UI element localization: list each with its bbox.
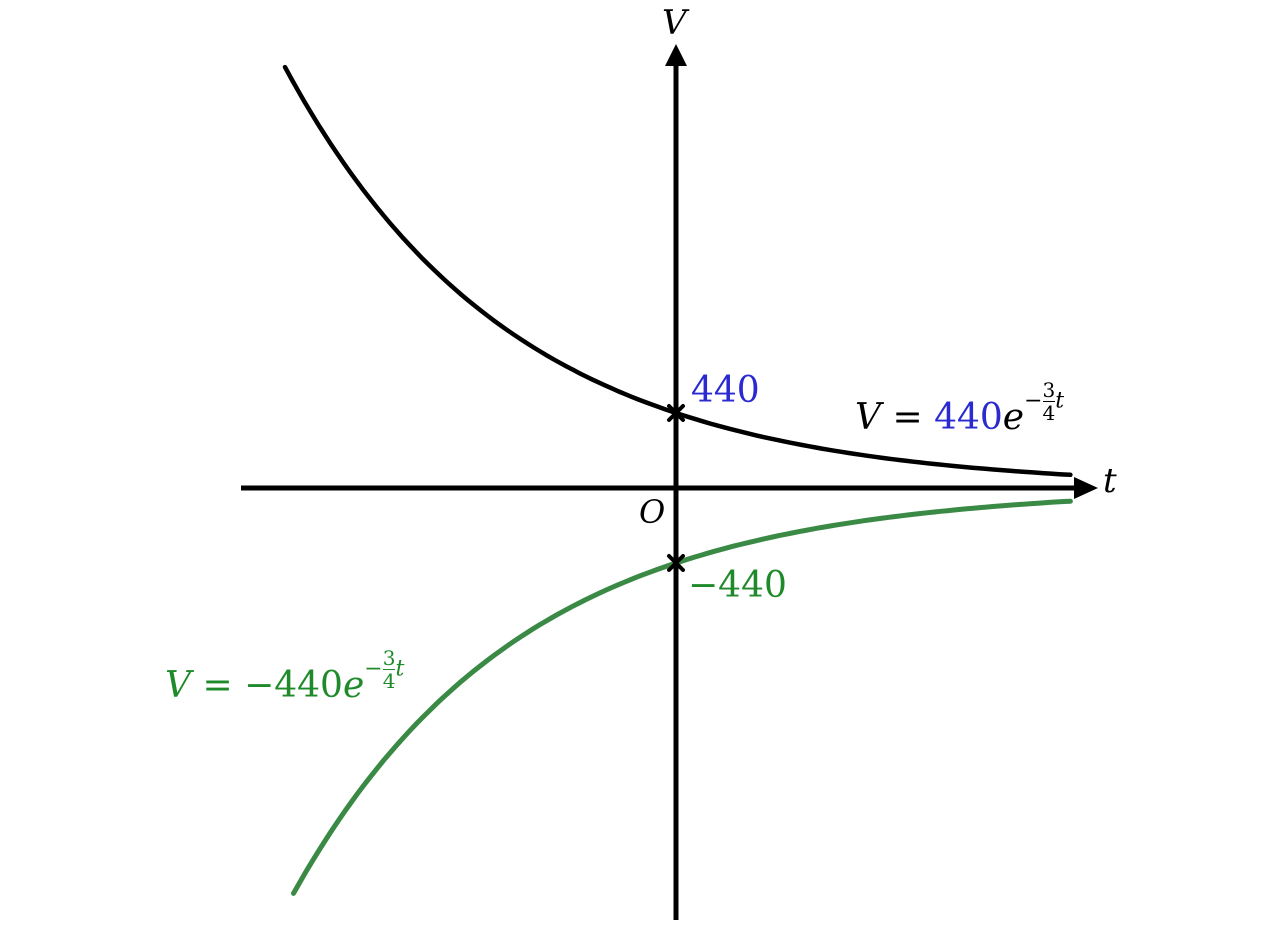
eq-bottom-sign: − (364, 656, 383, 682)
eq-bottom-base: e (342, 665, 365, 706)
v-axis-arrow-icon (665, 44, 687, 66)
v-axis-label: V (662, 3, 687, 43)
eq-top-num: 3 (1042, 378, 1056, 402)
eq-top-equals: = (892, 397, 923, 438)
marker-top-x-icon (667, 404, 685, 422)
eq-top-var: t (1055, 388, 1065, 414)
label-440: 440 (691, 370, 760, 411)
eq-bottom-lhs: V (165, 665, 191, 706)
t-axis-label: t (1103, 461, 1117, 501)
eq-bottom-num: 3 (382, 646, 396, 670)
eq-top-lhs: V (855, 397, 881, 438)
label-neg-440: −440 (688, 565, 787, 606)
eq-bottom-equals: = (202, 665, 233, 706)
eq-bottom-var: t (395, 656, 405, 682)
curve-bottom (291, 498, 1073, 896)
eq-bottom-den: 4 (382, 669, 396, 693)
eq-top-base: e (1002, 397, 1025, 438)
eq-top-coef: 440 (934, 397, 1003, 438)
marker-bottom-x-icon (667, 554, 685, 572)
eq-bottom-coef: −440 (244, 665, 343, 706)
t-axis-arrow-icon (1074, 477, 1098, 499)
eq-top-sign: − (1024, 388, 1043, 414)
origin-label: O (639, 493, 666, 531)
eq-top-den: 4 (1042, 401, 1056, 425)
